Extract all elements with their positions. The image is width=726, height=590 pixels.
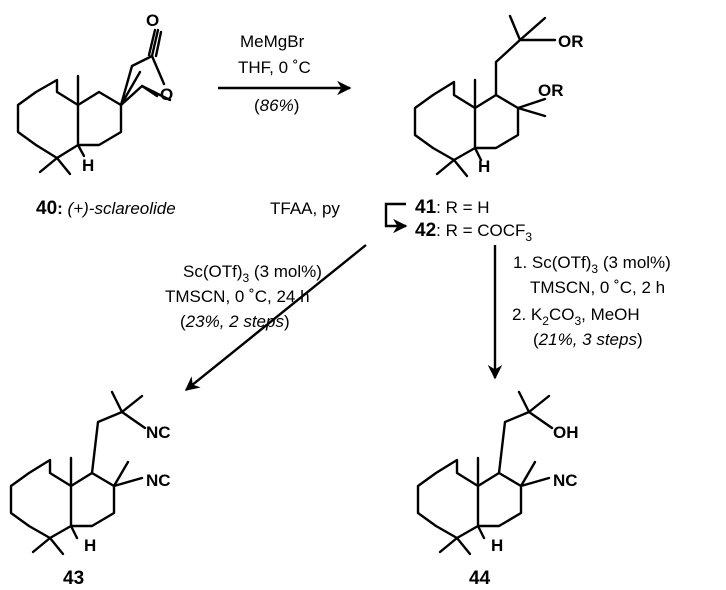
compound-41-caption: 41: R = H — [415, 197, 490, 218]
compound-43-h-label: H — [84, 536, 96, 555]
ring-oxygen-label: O — [160, 85, 173, 104]
compound-40-number: 40 — [36, 198, 57, 219]
compound-41-h-label: H — [478, 157, 490, 176]
step3-yield: (23%, 2 steps) — [180, 312, 290, 331]
compound-42-caption: 42: R = COCF3 — [415, 220, 532, 244]
compound-41-or1-label: OR — [558, 32, 584, 51]
step3-line2: TMSCN, 0 ˚C, 24 h — [165, 287, 310, 306]
step4-yield: (21%, 3 steps) — [533, 330, 643, 349]
compound-44-structure: OH NC H — [416, 390, 579, 556]
step1-conditions: THF, 0 ˚C — [238, 58, 311, 77]
step3-line1: Sc(OTf)3 (3 mol%) — [183, 262, 322, 285]
compound-44-nc-label: NC — [553, 471, 578, 490]
compound-44-oh-label: OH — [553, 423, 579, 442]
compound-40-h-label: H — [82, 156, 94, 175]
step4-line1: 1. Sc(OTf)3 (3 mol%) — [513, 253, 671, 276]
compound-40-name: (+)-sclareolide — [68, 199, 176, 218]
step4-line2: TMSCN, 0 ˚C, 2 h — [530, 278, 665, 297]
step2-arrow — [384, 202, 408, 234]
compound-40-caption: 40: (+)-sclareolide — [36, 198, 176, 219]
compound-43-nc1-label: NC — [146, 423, 171, 442]
compound-43-nc2-label: NC — [146, 471, 171, 490]
step1-reagent: MeMgBr — [240, 32, 305, 51]
step2-reagent: TFAA, py — [270, 199, 340, 218]
compound-40-structure: O O H — [16, 11, 173, 176]
step1-yield: (86%) — [254, 96, 299, 115]
compound-41-structure: OR OR H — [413, 14, 584, 178]
carbonyl-oxygen-label: O — [146, 11, 159, 30]
compound-44-h-label: H — [491, 536, 503, 555]
compound-44-number: 44 — [469, 568, 491, 589]
compound-43-structure: NC NC H — [9, 390, 171, 556]
compound-43-number: 43 — [63, 568, 84, 589]
compound-41-or2-label: OR — [538, 81, 564, 100]
step3-arrow — [184, 244, 367, 391]
step4-line3: 2. K2CO3, MeOH — [512, 305, 640, 328]
